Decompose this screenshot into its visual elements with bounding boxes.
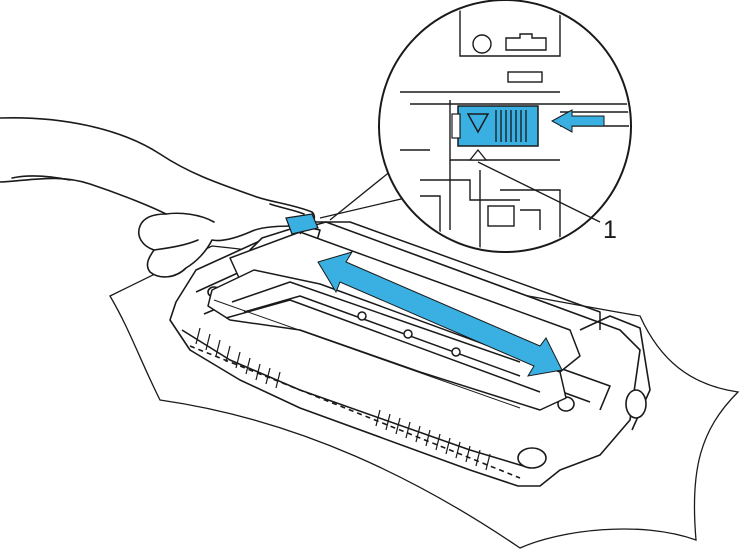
alignment-mark (468, 148, 488, 161)
callout-leader (477, 161, 601, 223)
callout-number-1: 1 (603, 216, 617, 244)
hand-pointing (0, 116, 316, 278)
corona-wire-slider-tab (285, 213, 319, 235)
double-headed-arrow (317, 251, 563, 377)
zoom-slider (457, 105, 539, 147)
drum-pleats (195, 327, 491, 471)
zoom-callout (319, 0, 632, 253)
push-arrow (550, 109, 605, 133)
